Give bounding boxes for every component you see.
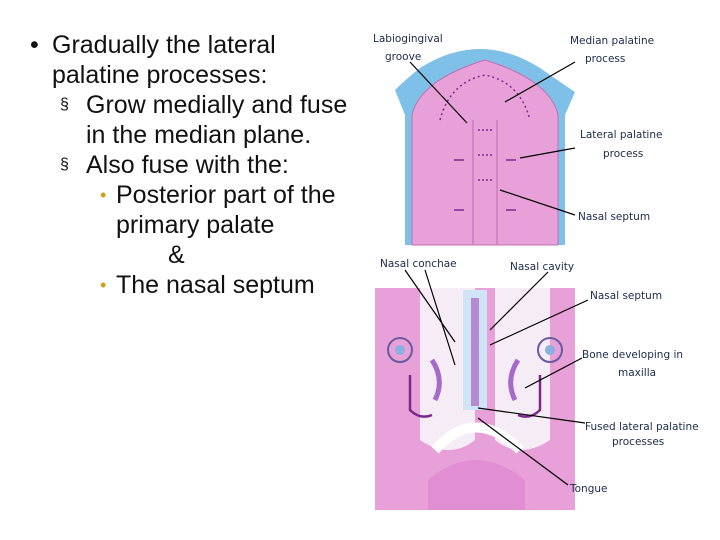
square-bullet-icon: § xyxy=(60,96,69,113)
sub-sub-bullet-primary-palate-text: Posterior part of the primary palate xyxy=(116,181,336,239)
label-median-palatine-1: Median palatine xyxy=(570,35,654,47)
sub-sub-bullet-nasal-septum-text: The nasal septum xyxy=(116,271,315,299)
square-bullet-icon: § xyxy=(60,156,69,173)
bullet-dot-icon: • xyxy=(100,275,107,295)
palate-coronal-section xyxy=(375,288,575,510)
sub-bullet-fuse-text: Also fuse with the: xyxy=(86,151,289,179)
bullet-main: • Gradually the lateral palatine process… xyxy=(30,30,370,90)
label-labiogingival-2: groove xyxy=(385,51,421,63)
label-nasal-cavity: Nasal cavity xyxy=(510,261,574,273)
label-bone-1: Bone developing in xyxy=(582,349,683,361)
sub-sub-bullet-nasal-septum: • The nasal septum xyxy=(30,270,370,300)
label-tongue: Tongue xyxy=(569,483,608,495)
bullet-dot-icon: • xyxy=(100,185,107,205)
label-fused-1: Fused lateral palatine xyxy=(585,421,699,433)
label-fused-2: processes xyxy=(612,436,664,448)
label-nasal-conchae: Nasal conchae xyxy=(380,258,457,270)
label-nasal-septum-bottom: Nasal septum xyxy=(590,290,662,302)
leader-lines xyxy=(404,61,589,486)
label-median-palatine-2: process xyxy=(585,53,625,65)
sub-bullet-grow: § Grow medially and fuse in the median p… xyxy=(30,90,370,150)
label-nasal-septum-top: Nasal septum xyxy=(578,211,650,223)
sub-bullet-fuse: § Also fuse with the: xyxy=(30,150,370,180)
sub-sub-bullet-primary-palate: • Posterior part of the primary palate xyxy=(30,180,370,240)
bullet-main-text: Gradually the lateral palatine processes… xyxy=(52,31,276,89)
palate-diagram: Labiogingival groove Median palatine pro… xyxy=(373,33,699,510)
label-bone-2: maxilla xyxy=(618,367,656,379)
label-lateral-palatine-2: process xyxy=(603,148,643,160)
sub-bullet-grow-text: Grow medially and fuse in the median pla… xyxy=(86,91,348,149)
bullet-list: • Gradually the lateral palatine process… xyxy=(30,30,370,300)
label-labiogingival-1: Labiogingival xyxy=(373,33,443,45)
palate-inferior-view xyxy=(395,49,575,246)
label-lateral-palatine-1: Lateral palatine xyxy=(580,129,662,141)
bullet-dot-icon: • xyxy=(30,31,39,59)
ampersand: & xyxy=(168,241,185,269)
